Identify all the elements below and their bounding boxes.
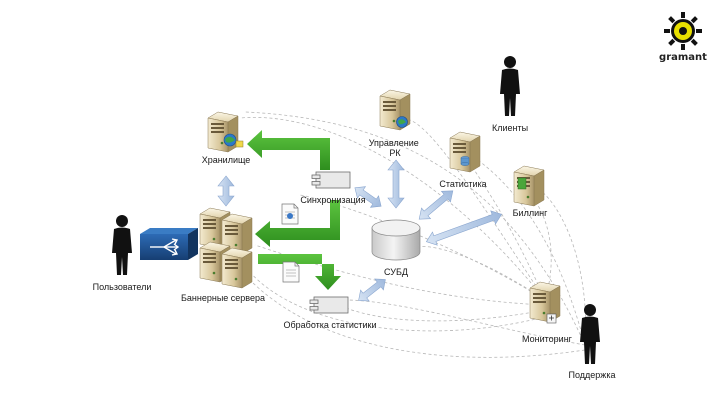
billing-dbms-link [425,210,503,246]
sync-to-banner-arrow [255,200,340,247]
person-icon [580,304,600,364]
brand-name: gramant [659,52,707,63]
switch-arrows-icon [150,238,180,256]
banner-servers-node: Баннерные сервера [181,207,265,303]
users-node: Пользователи [93,215,152,292]
stats-processing-label: Обработка статистики [284,320,377,330]
server-icon [449,131,481,173]
support-label: Поддержка [569,370,616,380]
svg-text:Управление РК: Управление РК [369,138,422,158]
document-icon [281,203,299,225]
person-icon [112,215,132,275]
dbms-node: СУБД [371,219,421,277]
tools-icon [546,313,557,324]
processing-dbms-link [358,278,386,302]
storage-label: Хранилище [202,155,251,165]
management-node: Управление РК [369,89,422,158]
gramant-logo: gramant [659,12,707,63]
server-icon [379,89,411,131]
billing-label: Биллинг [513,208,548,218]
sun-logo-icon [664,12,702,50]
document-icon [282,261,300,283]
clients-label: Клиенты [492,123,528,133]
management-dbms-link [387,159,405,209]
load-balancer-switch [140,228,198,260]
link-arrows [217,159,503,302]
sync-to-storage-arrow [247,130,330,170]
sync-dbms-link [354,186,382,208]
statistics-dbms-link [418,190,454,220]
sync-node: Синхронизация [281,171,366,225]
banner-servers-label: Баннерные сервера [181,293,265,303]
users-label: Пользователи [93,282,152,292]
statistics-label: Статистика [439,179,486,189]
component-icon [311,171,351,189]
management-label-line2: РК [389,148,401,158]
banner-to-processing-arrow [258,254,341,290]
billing-badge-icon [517,177,527,190]
support-node: Поддержка [569,304,616,380]
storage-banner-link [217,175,235,207]
database-icon [371,219,421,261]
flow-arrows [247,130,341,290]
stats-processing-node: Обработка статистики [284,296,377,330]
billing-node: Биллинг [513,165,548,218]
statistics-node: Статистика [439,131,487,189]
monitoring-node: Мониторинг [522,281,573,344]
monitoring-label: Мониторинг [522,334,573,344]
storage-node: Хранилище [202,111,251,165]
person-icon [500,56,520,116]
dbms-label: СУБД [384,267,408,277]
sync-label: Синхронизация [300,195,365,205]
management-label-line1: Управление [369,138,419,148]
clients-node: Клиенты [492,56,528,133]
component-icon [309,296,349,314]
server-icon [221,247,253,289]
server-icon [207,111,244,153]
